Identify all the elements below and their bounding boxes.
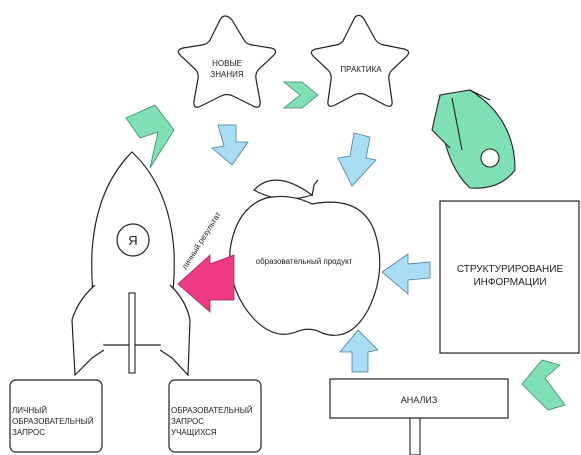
star-practice: ПРАКТИКА — [310, 14, 410, 107]
pink-arrow-left-icon — [177, 254, 235, 313]
box-personal-request-frame — [9, 379, 103, 453]
rocket-letter: Я — [128, 233, 137, 248]
box-structuring-line2: ИНФОРМАЦИИ — [473, 277, 546, 288]
sign-board — [329, 378, 509, 419]
green-chevron-right-icon — [282, 81, 319, 109]
green-chevron-left-icon — [521, 359, 566, 411]
apple: образовательный продукт — [229, 179, 381, 336]
apple-label: образовательный продукт — [256, 257, 353, 266]
rocket-fin-left — [71, 284, 105, 377]
box-students-request-line2: ЗАПРОС — [171, 417, 204, 426]
box-structuring-frame — [439, 200, 580, 354]
apple-body — [229, 195, 381, 336]
blue-arrow-up-icon — [339, 329, 379, 373]
sign-label: АНАЛИЗ — [401, 395, 438, 405]
star-shape — [177, 15, 277, 108]
box-structuring-line1: СТРУКТУРИРОВАНИЕ — [457, 264, 564, 275]
rocket-center-fin — [128, 292, 136, 374]
sign-post — [409, 417, 421, 455]
star-new-knowledge: НОВЫЕ ЗНАНИЯ — [177, 15, 277, 108]
box-students-request-frame — [168, 379, 262, 453]
box-students-request-line1: ОБРАЗОВАТЕЛЬНЫЙ — [171, 406, 253, 415]
sign-analysis: АНАЛИЗ — [329, 378, 509, 455]
blue-arrow-down-icon — [211, 124, 249, 166]
green-chevron-up-icon — [125, 104, 175, 169]
box-personal-request-line2: ОБРАЗОВАТЕЛЬНЫЙ — [12, 417, 94, 426]
star-new-knowledge-line1: НОВЫЕ — [212, 59, 242, 68]
star-new-knowledge-line2: ЗНАНИЯ — [210, 70, 243, 79]
star-shape — [310, 14, 410, 107]
box-students-request: ОБРАЗОВАТЕЛЬНЫЙ ЗАПРОС УЧАЩИХСЯ — [168, 379, 262, 453]
box-personal-request: ЛИЧНЫЙ ОБРАЗОВАТЕЛЬНЫЙ ЗАПРОС — [9, 379, 103, 453]
star-practice-label: ПРАКТИКА — [340, 65, 382, 74]
green-rocket-icon — [431, 89, 516, 189]
blue-arrow-down-icon — [337, 132, 377, 187]
box-structuring: СТРУКТУРИРОВАНИЕ ИНФОРМАЦИИ — [439, 200, 580, 354]
box-personal-request-line1: ЛИЧНЫЙ — [12, 406, 47, 415]
box-personal-request-line3: ЗАПРОС — [12, 428, 45, 437]
blue-arrow-left-icon — [381, 253, 431, 295]
apple-stem — [311, 179, 319, 197]
box-students-request-line3: УЧАЩИХСЯ — [171, 428, 217, 437]
rocket-me: Я — [71, 151, 191, 377]
rocket-fin-right — [159, 284, 191, 377]
rocket-window — [116, 223, 150, 257]
